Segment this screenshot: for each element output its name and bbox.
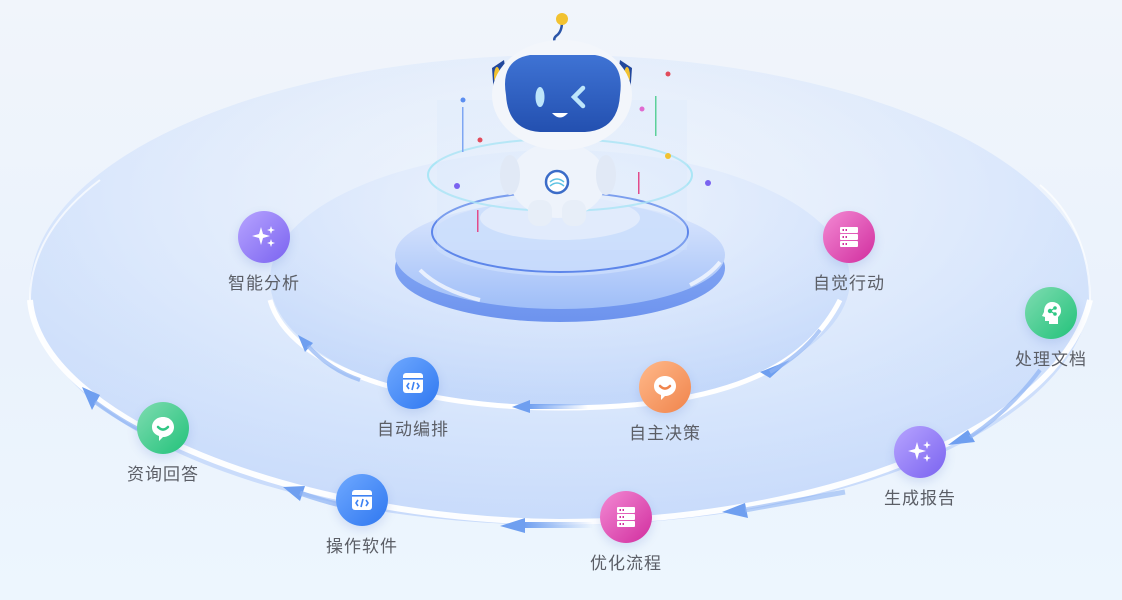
inner-arrow-1 [760,328,822,378]
brain-head-icon [1025,287,1077,339]
code-window-icon [336,474,388,526]
node-zixun-huida[interactable]: 资询回答 [113,402,213,485]
node-label: 生成报告 [884,489,956,509]
robot-icon [492,13,632,226]
server-stack-icon [600,491,652,543]
chat-smile-icon [639,361,691,413]
outer-arrow-5 [82,387,141,432]
node-label: 自觉行动 [813,274,885,294]
inner-arrow-3 [298,335,361,382]
sparkles-icon [238,211,290,263]
node-zizhu-juece[interactable]: 自主决策 [615,361,715,444]
outer-arrow-1 [948,368,1042,445]
node-label: 资询回答 [127,465,199,485]
node-zidong-bianpai[interactable]: 自动编排 [363,357,463,440]
node-label: 操作软件 [326,537,398,557]
chat-smile-icon [137,402,189,454]
sparkle-dots [454,71,711,232]
node-label: 处理文档 [1015,350,1087,370]
code-window-icon [387,357,439,409]
outer-arrow-3 [500,518,593,533]
outer-arrow-2 [722,489,846,518]
node-label: 自主决策 [629,424,701,444]
node-youhua-liucheng[interactable]: 优化流程 [576,491,676,574]
node-shengcheng-baogao[interactable]: 生成报告 [870,426,970,509]
node-zijue-xingdong[interactable]: 自觉行动 [799,211,899,294]
node-label: 优化流程 [590,554,662,574]
node-caozuo-ruanjian[interactable]: 操作软件 [312,474,412,557]
node-label: 智能分析 [228,274,300,294]
sparkles-icon [894,426,946,478]
node-zhineng-fenxi[interactable]: 智能分析 [214,211,314,294]
inner-arrow-2 [512,400,588,413]
node-label: 自动编排 [377,420,449,440]
node-chuli-wendang[interactable]: 处理文档 [1001,287,1101,370]
server-stack-icon [823,211,875,263]
